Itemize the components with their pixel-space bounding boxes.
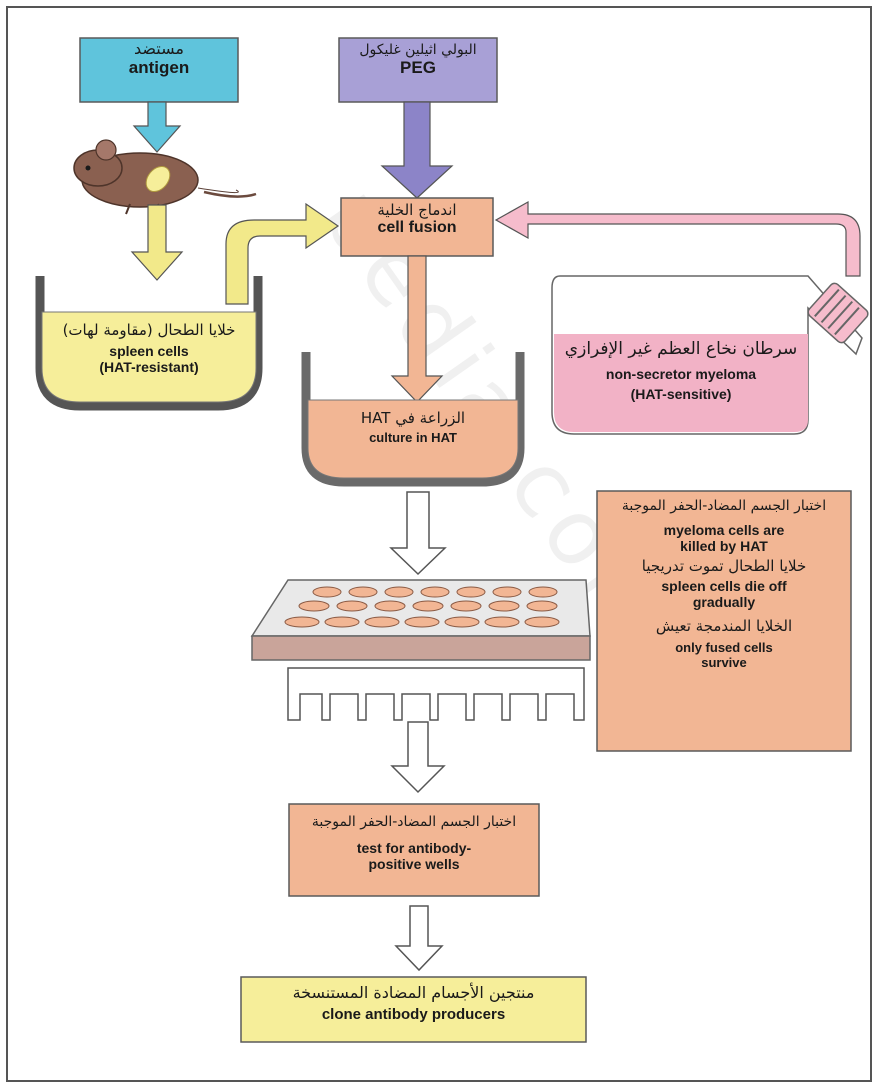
clone-ar: منتجين الأجسام المضادة المستنسخة xyxy=(292,983,535,1002)
plate-well xyxy=(412,600,444,612)
plate-well xyxy=(404,616,440,628)
myeloma-to-fusion-arrow xyxy=(494,200,861,277)
test-to-clone-arrow xyxy=(394,905,444,972)
spleen-ar: خلايا الطحال (مقاومة لهات) xyxy=(62,321,236,339)
multiwell-plate xyxy=(250,579,591,661)
plate-well xyxy=(444,616,480,628)
test-en1: test for antibody- xyxy=(356,840,472,857)
side-en2a: spleen cells die off xyxy=(661,577,787,594)
side-en3a: only fused cells xyxy=(675,639,773,655)
plate-well xyxy=(450,600,482,612)
plate-well xyxy=(420,586,450,598)
plate-well xyxy=(364,616,400,628)
plate-well xyxy=(488,600,520,612)
comb-shape xyxy=(287,667,585,721)
antigen-label: مستضد antigen xyxy=(80,39,238,78)
plate-well xyxy=(348,586,378,598)
mouse-to-spleen-arrow xyxy=(130,204,184,281)
side-en1b: killed by HAT xyxy=(680,538,768,555)
spleen-label: خلايا الطحال (مقاومة لهات) spleen cells … xyxy=(42,321,256,376)
antigen-box xyxy=(79,37,239,103)
peg-label: البولي اثيلين غليكول PEG xyxy=(339,42,497,78)
side-ar2: خلايا الطحال تموت تدريجيا xyxy=(641,557,807,576)
peg-box xyxy=(338,37,498,103)
culture-to-plate-arrow xyxy=(389,491,447,576)
peg-en: PEG xyxy=(400,58,436,78)
plate-well xyxy=(336,600,368,612)
side-info-label: اختبار الجسم المضاد-الحفر الموجبة myelom… xyxy=(597,498,851,671)
test-en2: positive wells xyxy=(368,856,460,873)
diagram-frame: pedia.com xyxy=(6,6,872,1082)
fusion-to-culture-arrow xyxy=(390,255,444,403)
myeloma-ar: سرطان نخاع العظم غير الإفرازي xyxy=(564,339,798,359)
culture-ar: الزراعة في HAT xyxy=(360,409,466,427)
plate-well xyxy=(384,586,414,598)
plate-well xyxy=(492,586,522,598)
antigen-en: antigen xyxy=(128,58,190,78)
plate-well xyxy=(484,616,520,628)
peg-arrow xyxy=(380,101,454,199)
myeloma-flask xyxy=(551,275,869,435)
test-label: اختبار الجسم المضاد-الحفر الموجبة test f… xyxy=(289,814,539,872)
plate-well xyxy=(524,616,560,628)
myeloma-en2: (HAT-sensitive) xyxy=(630,385,732,402)
culture-dish xyxy=(301,352,525,487)
mouse-icon xyxy=(73,139,257,215)
spleen-to-fusion-arrow xyxy=(225,202,340,305)
plate-well xyxy=(374,600,406,612)
cell-fusion-box xyxy=(340,197,494,257)
plate-well xyxy=(456,586,486,598)
clone-en: clone antibody producers xyxy=(321,1006,506,1024)
plate-well xyxy=(324,616,360,628)
plate-well xyxy=(312,586,342,598)
test-box xyxy=(288,803,540,897)
side-info-box xyxy=(596,490,852,752)
plate-well xyxy=(526,600,558,612)
plate-well xyxy=(528,586,558,598)
clone-label: منتجين الأجسام المضادة المستنسخة clone a… xyxy=(241,983,586,1024)
culture-en: culture in HAT xyxy=(369,430,457,446)
test-ar: اختبار الجسم المضاد-الحفر الموجبة xyxy=(311,814,517,830)
antigen-arrow xyxy=(132,101,182,153)
side-ar1: اختبار الجسم المضاد-الحفر الموجبة xyxy=(621,498,827,514)
side-en2b: gradually xyxy=(692,593,756,610)
plate-well xyxy=(284,616,320,628)
spleen-en2: (HAT-resistant) xyxy=(99,359,199,376)
spleen-dish xyxy=(35,276,263,411)
side-en1a: myeloma cells are xyxy=(663,522,785,539)
peg-ar: البولي اثيلين غليكول xyxy=(359,42,477,58)
plate-front xyxy=(251,635,591,661)
fusion-ar: اندماج الخلية xyxy=(377,201,457,219)
plate-well xyxy=(298,600,330,612)
culture-label: الزراعة في HAT culture in HAT xyxy=(308,409,518,446)
comb-to-test-arrow xyxy=(390,721,446,794)
clone-box xyxy=(240,976,587,1043)
fusion-label: اندماج الخلية cell fusion xyxy=(341,201,493,238)
fusion-en: cell fusion xyxy=(377,219,457,237)
side-en3b: survive xyxy=(701,654,747,670)
myeloma-label: سرطان نخاع العظم غير الإفرازي non-secret… xyxy=(554,339,808,402)
spleen-en1: spleen cells xyxy=(109,343,189,360)
hybridoma-diagram xyxy=(35,37,869,1043)
antigen-ar: مستضد xyxy=(134,39,184,58)
side-ar3: الخلايا المندمجة تعيش xyxy=(655,616,793,635)
myeloma-en1: non-secretor myeloma xyxy=(605,365,757,382)
